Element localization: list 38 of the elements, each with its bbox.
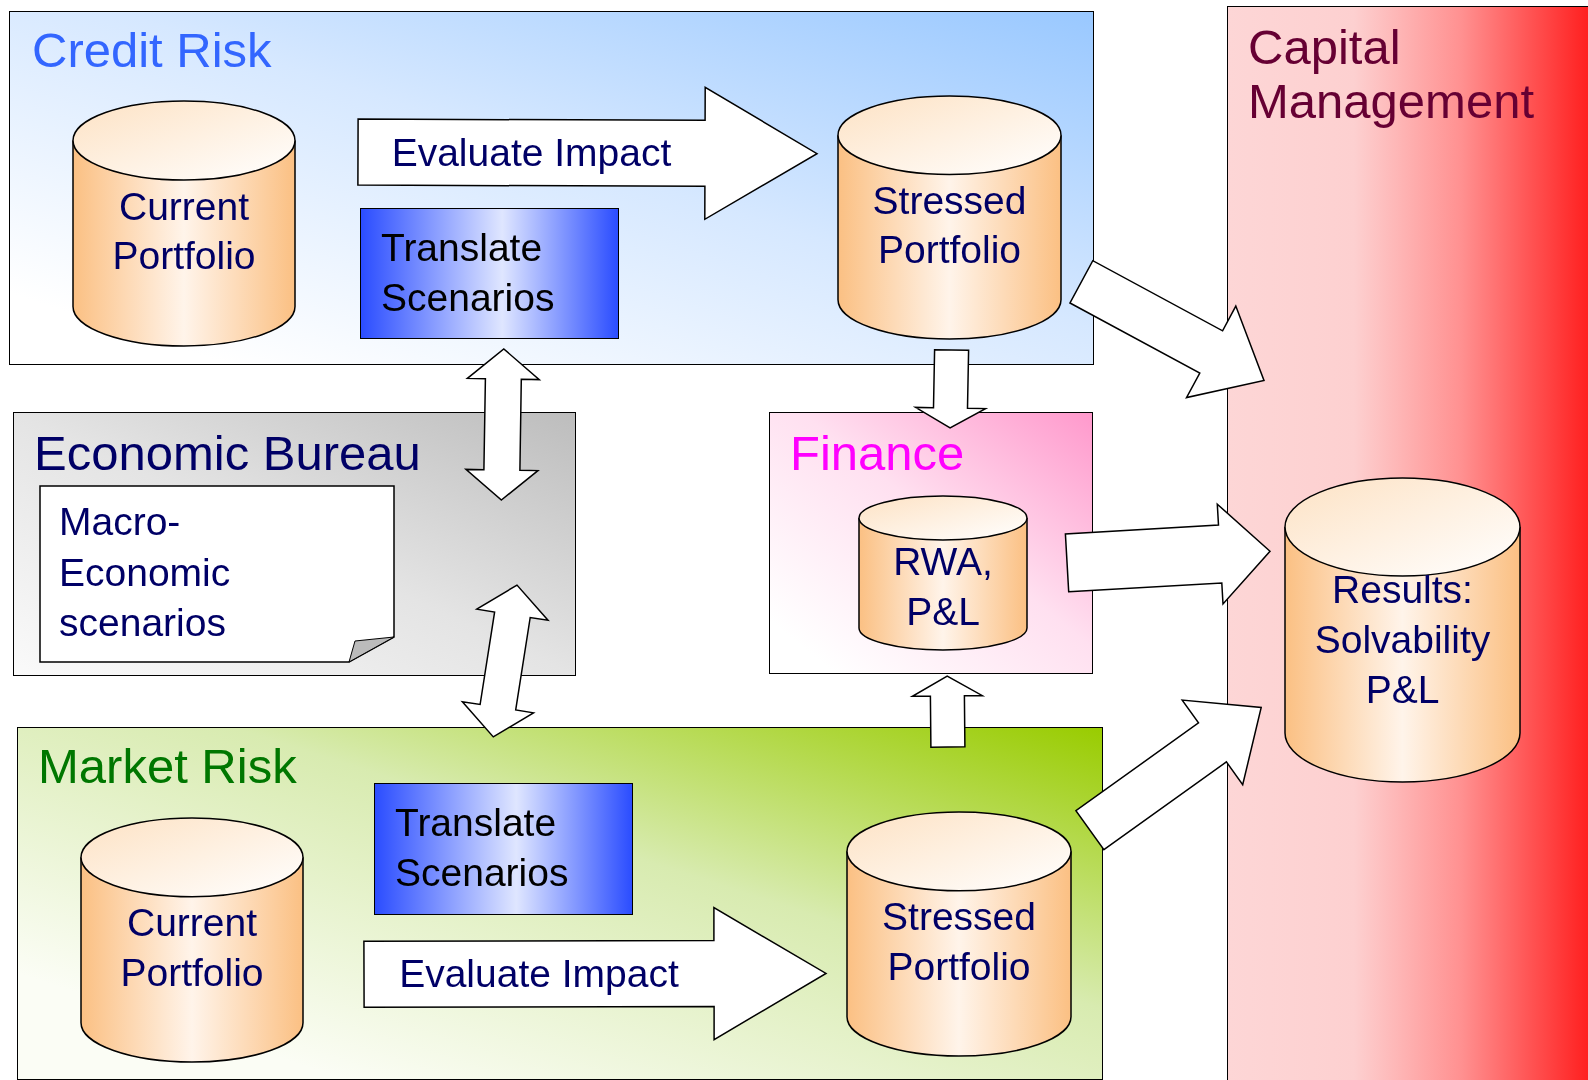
database-cylinder — [1284, 477, 1521, 783]
block-arrow — [357, 86, 819, 221]
box-label: Translate Scenarios — [381, 225, 556, 321]
group-panel — [13, 412, 576, 676]
database-cylinder — [837, 95, 1062, 340]
block-arrow — [1074, 699, 1263, 851]
block-arrow — [909, 675, 986, 748]
document-label: Macro-Economic scenarios — [59, 499, 232, 647]
process-box — [374, 783, 633, 915]
group-title: Economic Bureau — [34, 427, 421, 481]
block-arrow — [912, 348, 989, 429]
block-arrow — [1064, 502, 1272, 606]
database-cylinder — [858, 495, 1028, 651]
group-panel — [9, 11, 1094, 365]
edge-label: Evaluate Impact — [399, 951, 679, 996]
group-panel — [17, 727, 1103, 1080]
cylinder-label: Stressed Portfolio — [881, 894, 1037, 990]
block-arrow — [363, 906, 828, 1041]
document-shape — [39, 485, 395, 663]
process-box — [360, 208, 619, 339]
database-cylinder — [846, 811, 1072, 1057]
group-panel — [769, 412, 1093, 674]
block-arrow — [1069, 259, 1265, 399]
cylinder-label: Current Portfolio — [111, 183, 257, 280]
cylinder-label: RWA, P&L — [892, 539, 994, 635]
edge-label: Evaluate Impact — [391, 130, 672, 175]
cylinder-label: Results: Solvability P&L — [1313, 567, 1492, 713]
block-arrow — [463, 348, 542, 501]
group-title: Market Risk — [38, 740, 297, 794]
cylinder-label: Stressed Portfolio — [871, 177, 1028, 274]
database-cylinder — [72, 100, 296, 347]
block-arrow — [460, 584, 550, 738]
database-cylinder — [80, 817, 304, 1063]
box-label: Translate Scenarios — [395, 800, 570, 896]
swimlane-band — [1227, 6, 1588, 1080]
cylinder-label: Current Portfolio — [119, 900, 265, 996]
group-title: Finance — [790, 427, 965, 481]
group-title: Credit Risk — [32, 24, 272, 78]
